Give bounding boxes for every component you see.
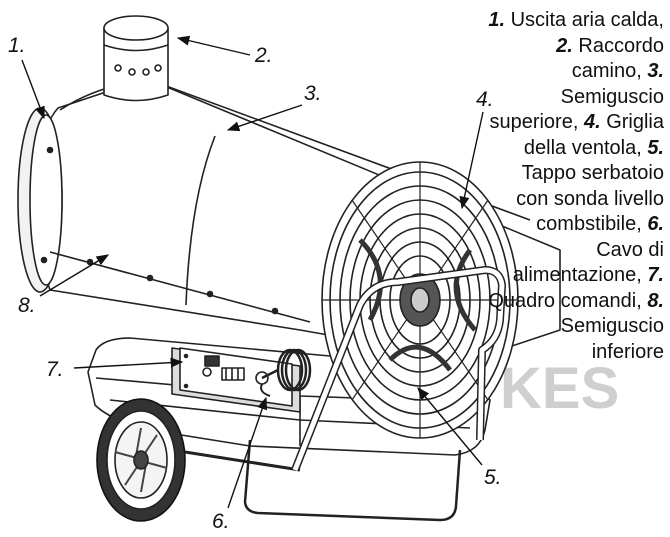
legend-caption: 1. Uscita aria calda, 2. Raccordo camino… bbox=[486, 8, 664, 365]
caption-text: Griglia della ventola, bbox=[523, 111, 664, 159]
caption-number: 5. bbox=[647, 136, 664, 159]
caption-number: 7. bbox=[647, 264, 664, 286]
leader-lines bbox=[21, 35, 484, 509]
caption-number: 2. bbox=[556, 34, 573, 57]
leader-8 bbox=[39, 254, 110, 297]
leader-4 bbox=[459, 111, 484, 210]
label-4: 4. bbox=[476, 88, 494, 111]
label-1: 1. bbox=[8, 34, 26, 57]
leader-5 bbox=[417, 387, 483, 466]
heater-illustration bbox=[17, 15, 561, 522]
control-panel bbox=[171, 347, 301, 413]
caption-text: Cavo di alimentazione, bbox=[512, 238, 664, 287]
caption-text: Raccordo camino, bbox=[571, 34, 664, 83]
caption-number: 8. bbox=[647, 289, 664, 312]
label-5: 5. bbox=[484, 466, 502, 489]
leader-1 bbox=[21, 59, 45, 120]
watermark: KES bbox=[500, 356, 619, 421]
power-cable bbox=[261, 348, 312, 392]
label-8: 8. bbox=[18, 294, 36, 317]
handle-bottom bbox=[243, 439, 462, 522]
leader-6 bbox=[227, 396, 268, 509]
leader-3 bbox=[226, 104, 303, 132]
caption-number: 1. bbox=[488, 9, 506, 31]
label-6: 6. bbox=[212, 510, 230, 533]
label-2: 2. bbox=[254, 44, 273, 67]
caption-number: 6. bbox=[647, 213, 664, 235]
caption-text: Uscita aria calda, bbox=[505, 9, 664, 31]
label-3: 3. bbox=[304, 82, 322, 105]
wheel bbox=[96, 398, 186, 522]
label-7: 7. bbox=[46, 358, 64, 381]
fan-grille bbox=[321, 161, 519, 439]
caption-text: Semiguscio inferiore bbox=[560, 315, 664, 363]
caption-number: 4. bbox=[583, 111, 601, 133]
chimney-connector bbox=[103, 15, 169, 102]
leader-7 bbox=[73, 357, 184, 369]
caption-text: Semiguscio superiore, bbox=[489, 85, 664, 134]
caption-text: Quadro comandi, bbox=[488, 289, 648, 312]
caption-number: 3. bbox=[647, 60, 664, 82]
caption-text: Tappo serbatoio con sonda livello combst… bbox=[516, 162, 664, 235]
leader-2 bbox=[176, 35, 251, 56]
